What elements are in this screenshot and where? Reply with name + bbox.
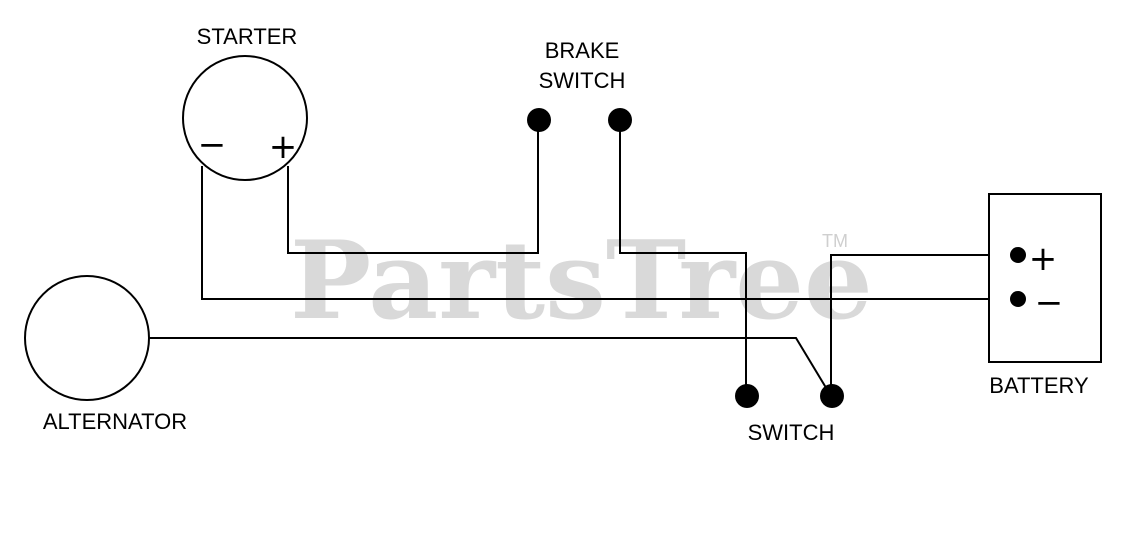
battery-box (988, 193, 1102, 363)
brake-switch-terminal-right (608, 108, 632, 132)
brake-switch-label-line2: SWITCH (539, 68, 626, 93)
wire-switch-to-battery-pos (830, 254, 1018, 396)
switch-terminal-left (735, 384, 759, 408)
starter-negative-sign: − (198, 125, 227, 165)
starter-positive-sign: + (269, 127, 298, 167)
battery-label: BATTERY (989, 373, 1089, 398)
alternator-circle (24, 275, 150, 401)
starter-label: STARTER (197, 24, 298, 49)
wire-starter-pos-to-brake-switch (287, 120, 539, 254)
starter-circle (182, 55, 308, 181)
alternator-label: ALTERNATOR (43, 409, 187, 434)
wire-brake-switch-to-switch (619, 120, 747, 396)
brake-switch-terminal-left (527, 108, 551, 132)
wire-starter-neg-to-battery-neg (201, 166, 1018, 300)
switch-terminal-right (820, 384, 844, 408)
battery-negative-sign: − (1035, 283, 1064, 323)
watermark-trademark: TM (822, 231, 848, 251)
battery-positive-sign: + (1029, 239, 1058, 279)
watermark: PartsTree (290, 218, 873, 344)
battery-negative-terminal (1010, 291, 1026, 307)
wire-alternator-to-switch (149, 337, 832, 397)
brake-switch-label-line1: BRAKE (545, 38, 620, 63)
battery-positive-terminal (1010, 247, 1026, 263)
switch-label: SWITCH (748, 420, 835, 445)
